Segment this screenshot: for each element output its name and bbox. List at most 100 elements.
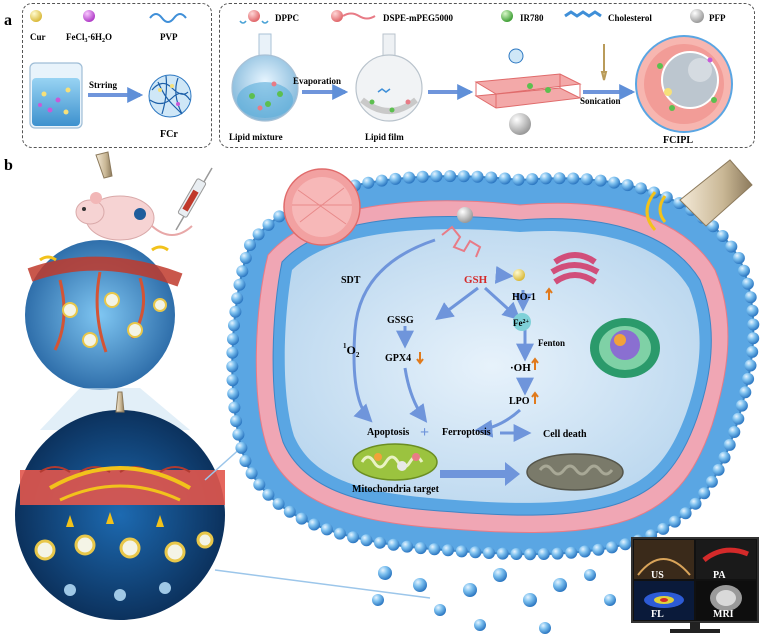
membrane-bead [226,374,239,387]
label-sdt: SDT [341,275,361,286]
label-fl: FL [651,609,664,620]
membrane-beads [226,170,760,561]
membrane-bead [308,518,321,531]
membrane-bead [496,547,509,560]
fcipl-on-cell [283,168,361,246]
label-lpo: LPO [509,396,530,407]
label-fcipl: FCIPL [663,135,693,146]
membrane-bead [747,332,760,345]
membrane-bead [375,174,388,187]
membrane-bead [401,540,414,553]
lipid-film-flask [355,33,423,122]
membrane-bead [725,240,738,253]
membrane-bead [387,538,400,551]
legend-ir780: IR780 [520,13,544,23]
legend-cholesterol: Cholesterol [608,13,652,23]
pvp-icon [149,13,187,23]
membrane-bead [228,319,240,332]
membrane-debris [372,566,616,634]
membrane-bead [746,304,759,317]
membrane-bead [253,478,266,491]
membrane-bead [414,542,427,555]
pathway-arrows [352,238,534,442]
magnified-tumor-view [15,410,225,620]
fe-ion-icon [513,313,531,331]
label-stirring: Strring [89,80,117,90]
label-gssg: GSSG [387,315,414,326]
membrane-bead [746,345,759,358]
fcr-particle [148,74,192,118]
membrane-bead [744,291,757,304]
panel-a-label: a [4,12,12,29]
membrane-bead [621,179,634,192]
membrane-bead [716,230,729,242]
membrane-bead [498,172,511,185]
legend-pvp: PVP [160,32,178,42]
mitochondria-healthy-icon [352,443,438,481]
membrane-bead [430,170,443,183]
membrane-bead [668,515,681,528]
membrane-bead [679,507,692,520]
membrane-bead [231,292,244,305]
endoplasmic-reticulum-icon [590,318,660,378]
membrane-bead [551,547,564,560]
label-mri: MRI [713,609,734,620]
membrane-bead [707,220,719,233]
membrane-bead [457,170,470,183]
ultrasound-probe-large [645,159,753,231]
ho1-up-arrow [545,287,553,300]
membrane-bead [239,252,252,264]
membrane-bead [744,359,757,372]
membrane-bead [657,522,670,535]
membrane-bead [273,210,286,223]
membrane-bead [723,438,736,451]
label-gpx4: GPX4 [385,353,411,364]
membrane-bead [283,505,296,518]
dspe-icon [331,10,343,22]
legend-cur: Cur [30,32,46,42]
membrane-bead [320,523,333,536]
membrane-bead [605,541,618,554]
cur-icon [30,10,42,22]
membrane-bead [512,173,525,186]
membrane-bead [442,544,454,557]
mouse-illustration [75,192,193,241]
membrane-bead [403,171,416,184]
membrane-bead [333,527,346,540]
membrane-bead [741,277,754,290]
label-evaporation: Evaporation [293,76,341,86]
membrane-bead [262,218,275,231]
fecl3-icon [83,10,95,22]
golgi-icon [550,252,600,285]
membrane-bead [483,547,495,559]
membrane-bead [252,228,265,241]
membrane-bead [232,428,245,441]
membrane-bead [416,170,429,183]
membrane-bead [228,401,241,414]
membrane-bead [469,546,482,559]
label-fe2: Fe2+ [513,318,530,328]
pfp-icon [690,9,704,23]
mito-arrow [440,462,520,486]
label-us: US [651,570,664,581]
membrane-bead [347,531,360,544]
cholesterol-icon [564,10,602,18]
membrane-bead [739,386,752,399]
membrane-bead [444,170,457,183]
label-mito-target: Mitochondria target [352,484,440,495]
label-plus: + [420,424,429,441]
membrane-bead [360,534,373,547]
label-cell-death: Cell death [543,429,587,440]
lipid-bilayer-sheet [474,48,582,135]
label-lipid-mixture: Lipid mixture [229,132,283,142]
membrane-bead [272,497,285,510]
membrane-bead [742,372,755,385]
membrane-bead [526,173,539,186]
membrane-bead [226,360,239,373]
released-nanoparticle [441,207,482,258]
legend-pfp: PFP [709,13,726,23]
label-oh: ·OH [510,362,531,374]
membrane-bead [689,497,702,510]
membrane-bead [578,545,591,558]
membrane-bead [537,548,550,560]
